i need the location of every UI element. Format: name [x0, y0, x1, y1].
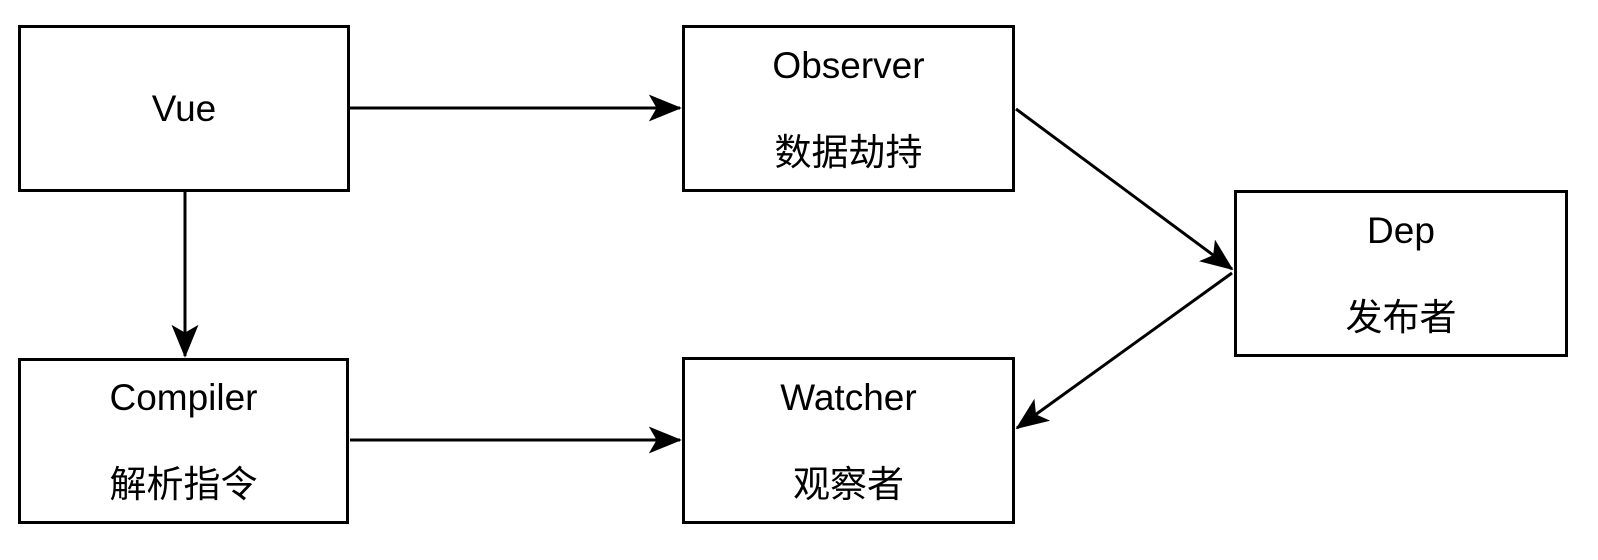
- node-dep-title: Dep: [1367, 209, 1435, 251]
- edge-observer-to-dep: [1015, 107, 1234, 271]
- node-watcher[interactable]: Watcher 观察者: [682, 357, 1015, 524]
- node-vue[interactable]: Vue: [18, 25, 350, 192]
- node-observer[interactable]: Observer 数据劫持: [682, 25, 1015, 192]
- node-watcher-subtitle: 观察者: [793, 463, 904, 505]
- node-observer-title: Observer: [772, 44, 925, 86]
- node-dep[interactable]: Dep 发布者: [1234, 190, 1568, 357]
- edge-dep-to-watcher: [1015, 271, 1233, 430]
- node-compiler[interactable]: Compiler 解析指令: [18, 358, 349, 524]
- node-compiler-title: Compiler: [109, 377, 258, 418]
- node-watcher-title: Watcher: [780, 376, 917, 418]
- node-vue-title: Vue: [151, 88, 217, 129]
- node-observer-subtitle: 数据劫持: [774, 131, 923, 173]
- node-dep-subtitle: 发布者: [1345, 296, 1457, 338]
- node-compiler-subtitle: 解析指令: [109, 464, 258, 505]
